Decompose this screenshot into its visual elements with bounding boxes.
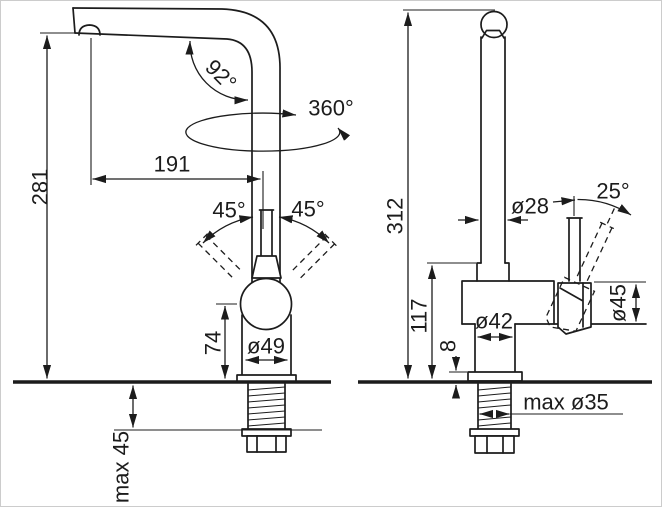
lever-dashed-left: [195, 232, 242, 279]
label-body-height-117: 117: [407, 298, 432, 333]
label-swing-left-45: 45°: [212, 198, 245, 223]
dim-92deg-arc: [185, 40, 249, 105]
dim-45deg-left-arc: [202, 215, 254, 244]
body-block-side: [461, 280, 555, 325]
label-pipe-dia-28: ø28: [511, 194, 549, 219]
shank-side: [477, 383, 512, 430]
side-view: [358, 9, 652, 454]
nut-facets-side: [486, 435, 504, 454]
lever-collar: [251, 255, 282, 279]
nut-facets-front: [256, 435, 277, 453]
ball-joint: [239, 277, 293, 331]
label-swivel-360: 360°: [308, 96, 354, 121]
label-handle-tilt-25: 25°: [596, 179, 629, 204]
spout-tip-edge: [72, 7, 76, 34]
dim-45deg-right-arc: [278, 215, 330, 244]
label-base-dia-42: ø42: [475, 309, 513, 334]
label-max-hole-35: max ø35: [523, 390, 609, 415]
handle-stick-side: [566, 217, 583, 282]
nut-front: [246, 435, 287, 453]
dim-25deg-arc: [577, 198, 632, 216]
shank-front: [247, 383, 286, 430]
label-handle-dia-45: ø45: [606, 284, 631, 322]
label-body-dia-49: ø49: [247, 334, 285, 359]
label-spout-angle-92: 92°: [200, 54, 241, 95]
pipe-side: [480, 36, 506, 264]
base-cylinder-side: [474, 323, 516, 373]
shank-threads-side: [477, 386, 512, 427]
washer-side: [469, 428, 520, 437]
lever-dashed-right: [291, 233, 338, 280]
front-view: [13, 7, 351, 453]
nut-side: [474, 435, 515, 454]
dim-25deg-leader: [552, 197, 576, 206]
handle-grip-side: [557, 282, 592, 335]
label-body-height-74: 74: [201, 331, 226, 355]
label-total-height-312: 312: [383, 198, 408, 235]
base-flange-side: [467, 371, 523, 382]
label-swing-right-45: 45°: [291, 197, 324, 222]
label-reach-191: 191: [154, 152, 191, 177]
handle-dashed-tilted: [545, 205, 617, 332]
spout-outer-outline: [72, 7, 281, 287]
collar-side: [476, 262, 510, 282]
label-height-281: 281: [28, 169, 53, 206]
handle-grip-detail: [559, 282, 584, 328]
aerator-dome: [78, 24, 101, 36]
lever-stick-front: [258, 209, 275, 257]
shank-threads-front: [247, 386, 286, 427]
label-base-lip-8: 8: [436, 340, 461, 352]
body-cylinder-front: [241, 314, 292, 376]
dim-360deg-ellipse: [185, 109, 351, 152]
dimension-labels: 281 191 92° 360° 45° 45° 74 ø49 max 45 3…: [28, 54, 631, 503]
label-max-counter-45: max 45: [109, 431, 134, 503]
spout-neck-notch: [481, 29, 505, 39]
